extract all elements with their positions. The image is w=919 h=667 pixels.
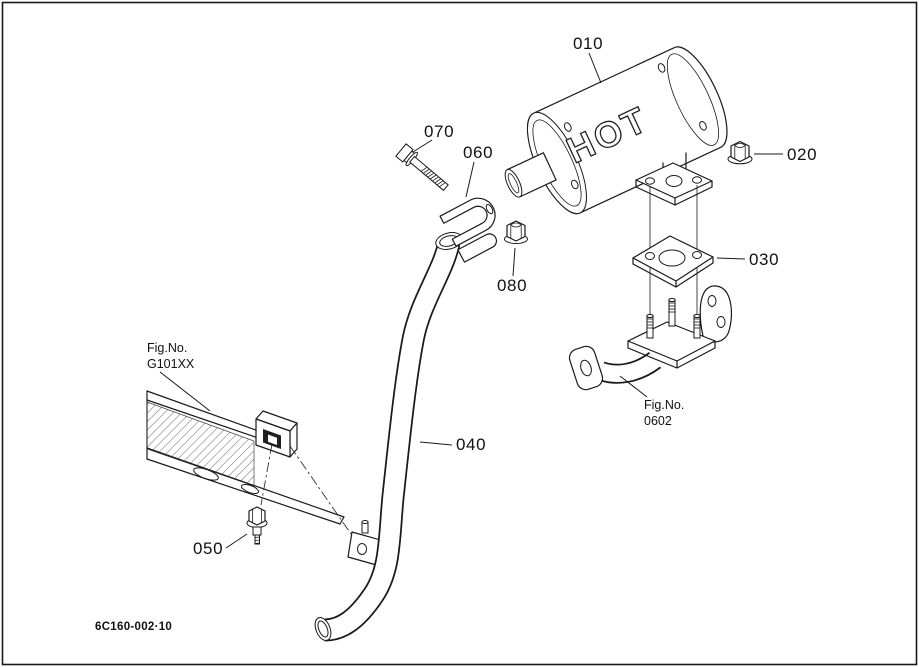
manifold-stud — [668, 297, 676, 327]
leader-010 — [588, 52, 602, 84]
label-080: 080 — [497, 276, 527, 295]
muffler-hole — [657, 63, 666, 73]
leader-g101xx — [159, 371, 211, 412]
leader-070 — [412, 139, 433, 153]
pipe-mount-bracket — [347, 520, 385, 567]
figure-ref-manifold: Fig.No. 0602 — [619, 375, 684, 428]
bolt-050 — [246, 506, 268, 545]
rail-slot-hole — [193, 467, 219, 481]
part-labels: 010 020 030 040 050 060 070 080 — [193, 34, 817, 558]
leader-040 — [419, 441, 453, 446]
rail-bracket — [255, 410, 298, 458]
muffler-hole — [699, 121, 707, 131]
label-070: 070 — [424, 122, 454, 141]
label-030: 030 — [749, 250, 779, 269]
muffler-outlet-flange — [635, 152, 713, 206]
manifold-stud — [646, 313, 654, 339]
manifold-stud — [693, 313, 701, 339]
muffler-hole — [564, 122, 572, 132]
figref-frame-line1: Fig.No. — [147, 341, 187, 355]
figref-frame-line2: G101XX — [147, 357, 195, 371]
leader-060 — [465, 161, 475, 198]
muffler-hole — [570, 179, 579, 190]
bolt-070 — [395, 143, 449, 192]
clamp-060 — [439, 197, 497, 263]
leader-0602 — [619, 375, 648, 398]
figref-manifold-line2: 0602 — [644, 414, 672, 428]
label-060: 060 — [463, 143, 493, 162]
gasket-030 — [632, 235, 714, 288]
leader-050 — [225, 533, 248, 549]
figure-ref-frame: Fig.No. G101XX — [147, 341, 211, 412]
manifold-end-flange — [568, 345, 604, 391]
exhaust-pipe-040 — [314, 232, 463, 642]
leader-030 — [716, 257, 746, 260]
frame-rail-g101xx — [146, 390, 352, 535]
centerline-to-pipe-bracket — [289, 445, 352, 535]
label-050: 050 — [193, 539, 223, 558]
rail-slot-hole — [240, 483, 260, 495]
label-040: 040 — [456, 435, 486, 454]
centerline-to-bolt-050 — [260, 443, 273, 506]
manifold-riser-flange — [699, 285, 733, 343]
pipe-bottom-opening — [314, 617, 332, 641]
nut-080 — [504, 220, 528, 244]
manifold-fig0602 — [568, 285, 733, 391]
leader-080 — [512, 247, 516, 277]
drawing-number: 6C160-002·10 — [95, 621, 172, 633]
figref-manifold-line1: Fig.No. — [644, 398, 684, 412]
label-010: 010 — [573, 34, 603, 53]
bracket-nut-face — [268, 434, 277, 445]
muffler-010: HOT — [504, 46, 728, 215]
nut-020 — [727, 140, 753, 165]
label-020: 020 — [787, 145, 817, 164]
